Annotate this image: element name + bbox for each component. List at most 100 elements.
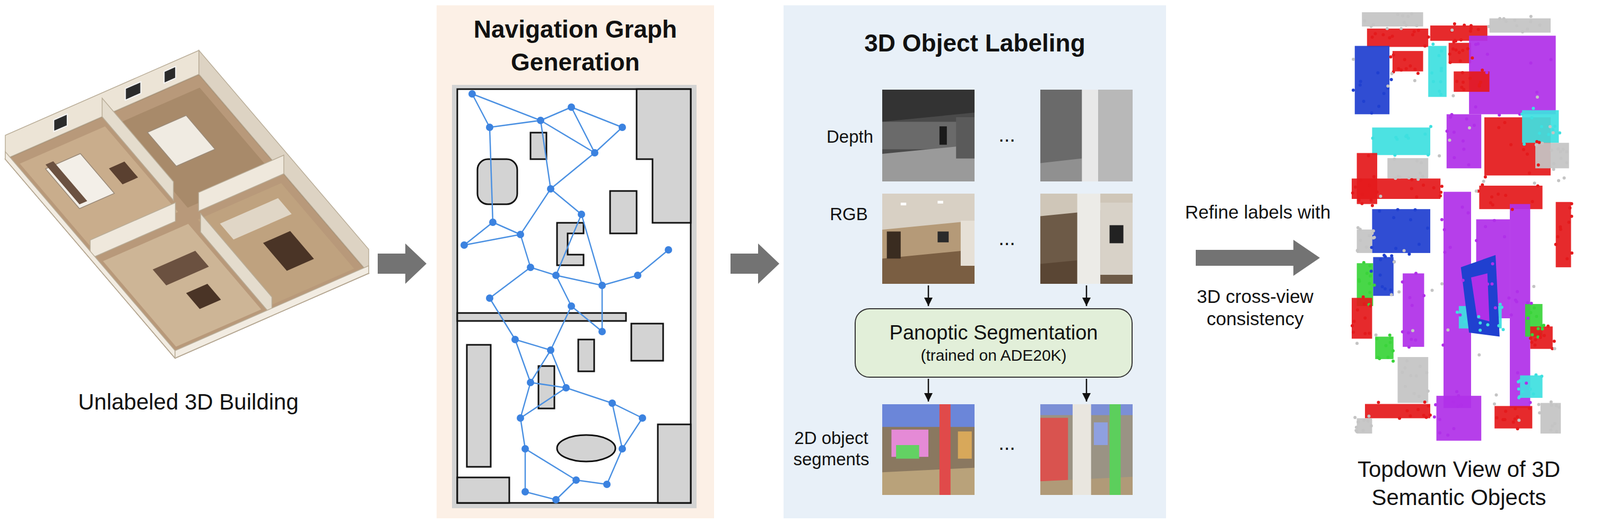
graph-edge [606, 448, 623, 485]
image-part [900, 202, 907, 206]
point [1424, 415, 1429, 420]
point [1356, 420, 1360, 424]
point-cloud [1350, 12, 1574, 441]
wall-picture [53, 114, 68, 132]
text-label: Depth [826, 126, 874, 148]
point [1520, 112, 1524, 116]
block-arrow [1195, 239, 1320, 276]
process-box: Panoptic Segmentation(trained on ADE20K) [854, 308, 1133, 378]
point [1483, 175, 1488, 179]
point [1440, 184, 1444, 188]
point [1387, 36, 1391, 40]
point [1537, 411, 1542, 415]
image-part [882, 89, 975, 123]
point [1360, 192, 1364, 196]
point [1474, 189, 1478, 193]
point [1474, 105, 1478, 109]
point [1515, 290, 1519, 294]
graph-edge [489, 127, 493, 223]
image-part [939, 126, 947, 145]
point [1493, 306, 1498, 310]
point [1378, 258, 1382, 262]
node-label: Unlabeled 3D Building [77, 388, 299, 417]
point [1540, 141, 1544, 145]
point [1430, 71, 1434, 75]
graph-node [618, 445, 626, 453]
rgb-image [882, 193, 975, 284]
free-space [457, 89, 691, 503]
point [1397, 290, 1401, 294]
point [1527, 406, 1532, 411]
point [1360, 202, 1364, 206]
obstacle [538, 366, 555, 409]
point [1536, 184, 1540, 188]
image-part [1040, 89, 1082, 182]
point [1454, 39, 1458, 43]
point [1540, 327, 1544, 331]
point [1438, 418, 1442, 422]
point [1528, 336, 1533, 341]
point [1371, 22, 1376, 26]
graph-edge [520, 387, 567, 419]
point [1410, 187, 1414, 191]
point [1361, 295, 1365, 299]
graph-node [590, 149, 599, 157]
point [1374, 333, 1378, 337]
node-label: Topdown View of 3D Semantic Objects [1342, 455, 1576, 513]
point [1570, 202, 1574, 206]
point [1367, 331, 1371, 335]
point [1351, 57, 1355, 62]
point [1522, 142, 1526, 146]
block-arrow [377, 243, 427, 284]
graph-edge [566, 387, 613, 404]
graph-edge [464, 234, 521, 246]
point [1413, 208, 1417, 212]
point [1516, 427, 1520, 431]
point [1363, 19, 1367, 23]
point [1478, 321, 1482, 325]
graph-node [664, 246, 673, 254]
point [1562, 176, 1566, 180]
object-points [1392, 50, 1424, 72]
point [1369, 424, 1373, 428]
flow-arrow [1085, 378, 1088, 402]
point [1380, 285, 1385, 289]
point [1377, 357, 1381, 361]
point [1423, 132, 1427, 136]
point [1480, 183, 1484, 187]
point [1516, 380, 1520, 384]
wall [102, 98, 174, 201]
graph-edge [550, 188, 582, 215]
point [1531, 200, 1535, 204]
point [1427, 35, 1431, 39]
point [1555, 235, 1560, 239]
graph-edge [525, 448, 577, 481]
point [1431, 80, 1436, 84]
point [1533, 338, 1537, 342]
point [1416, 177, 1420, 181]
point [1393, 176, 1397, 180]
point [1459, 38, 1463, 42]
object-points [1371, 127, 1431, 155]
point [1406, 331, 1411, 335]
point [1388, 288, 1393, 292]
object-points [1453, 71, 1490, 92]
map-ground [451, 84, 697, 509]
point [1421, 174, 1425, 178]
point [1408, 296, 1412, 300]
point [1353, 415, 1357, 420]
point [1362, 99, 1366, 103]
image-ground [882, 404, 975, 495]
point [1550, 403, 1554, 407]
point [1561, 148, 1565, 152]
point [1397, 416, 1402, 420]
point [1362, 261, 1366, 265]
graph-edge [555, 275, 572, 307]
graph-edge [464, 222, 493, 246]
image-ground [882, 193, 975, 284]
point [1503, 193, 1508, 197]
point [1529, 61, 1533, 65]
object-points [1519, 375, 1543, 398]
point [1422, 413, 1426, 417]
